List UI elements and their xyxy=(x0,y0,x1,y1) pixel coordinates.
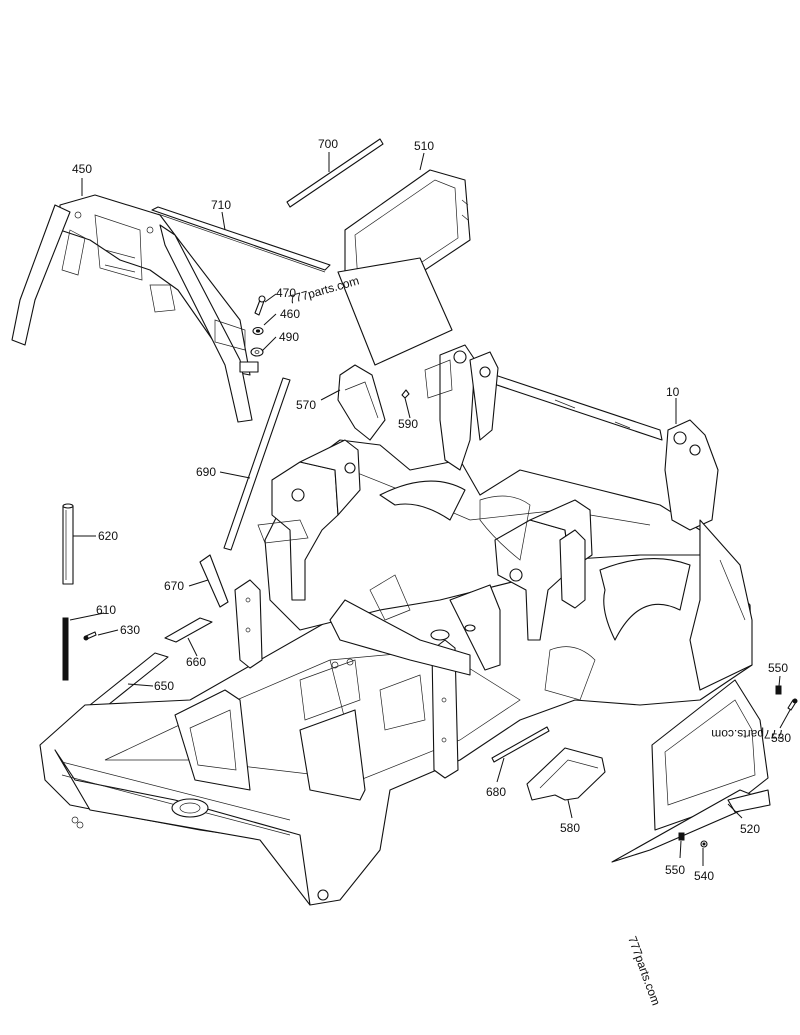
callout-610: 610 xyxy=(96,603,116,617)
callout-680: 680 xyxy=(486,785,506,799)
callout-650: 650 xyxy=(154,679,174,693)
callout-660: 660 xyxy=(186,655,206,669)
callout-700: 700 xyxy=(318,137,338,151)
callout-460: 460 xyxy=(280,307,300,321)
part-610-seal-strip[interactable] xyxy=(62,617,69,681)
watermark-bottom: 777parts.com xyxy=(625,934,663,1007)
callout-670: 670 xyxy=(164,579,184,593)
part-700-bar[interactable] xyxy=(286,138,384,208)
part-450-front-frame[interactable] xyxy=(11,194,259,423)
hardware-bolt-470[interactable] xyxy=(254,295,266,316)
hardware-washer-490[interactable] xyxy=(250,347,264,357)
callout-510: 510 xyxy=(414,139,434,153)
leader-lines xyxy=(69,152,791,866)
hardware-washer-460[interactable] xyxy=(252,326,264,336)
callout-690: 690 xyxy=(196,465,216,479)
callout-580: 580 xyxy=(560,821,580,835)
callout-570: 570 xyxy=(296,398,316,412)
part-510-cover-plate[interactable] xyxy=(337,169,471,366)
callout-470: 470 xyxy=(276,286,296,300)
part-570-bracket[interactable] xyxy=(337,364,386,441)
callout-590: 590 xyxy=(398,417,418,431)
hardware-nut-550-upper[interactable] xyxy=(775,685,782,695)
callout-620: 620 xyxy=(98,529,118,543)
watermark-right: 777parts.com xyxy=(711,727,784,741)
hardware-screw-590[interactable] xyxy=(401,389,410,399)
callout-550-lower: 550 xyxy=(665,863,685,877)
part-680-strip[interactable] xyxy=(491,726,550,763)
part-10-main-frame[interactable] xyxy=(39,344,753,906)
part-670-bracket[interactable] xyxy=(199,554,229,608)
part-710-strip[interactable] xyxy=(151,206,331,273)
callout-10: 10 xyxy=(666,385,680,399)
part-580-bracket[interactable] xyxy=(526,747,606,801)
callout-710: 710 xyxy=(211,198,231,212)
callout-490: 490 xyxy=(279,330,299,344)
callout-530: 530 xyxy=(771,731,791,745)
callout-540: 540 xyxy=(694,869,714,883)
hardware-nut-550-lower[interactable] xyxy=(678,832,685,841)
hardware-screw-630[interactable] xyxy=(83,631,97,641)
part-660-plate[interactable] xyxy=(164,617,213,643)
callout-630: 630 xyxy=(120,623,140,637)
callout-450: 450 xyxy=(72,162,92,176)
callout-520: 520 xyxy=(740,822,760,836)
hardware-bolt-530[interactable] xyxy=(787,698,798,711)
part-620-rod[interactable] xyxy=(62,503,74,585)
callout-labels: 10 450 460 470 490 510 520 530 540 550 5… xyxy=(72,137,791,883)
callout-550-upper: 550 xyxy=(768,661,788,675)
part-690-strip[interactable] xyxy=(223,377,291,551)
hardware-washer-540[interactable] xyxy=(700,840,708,848)
